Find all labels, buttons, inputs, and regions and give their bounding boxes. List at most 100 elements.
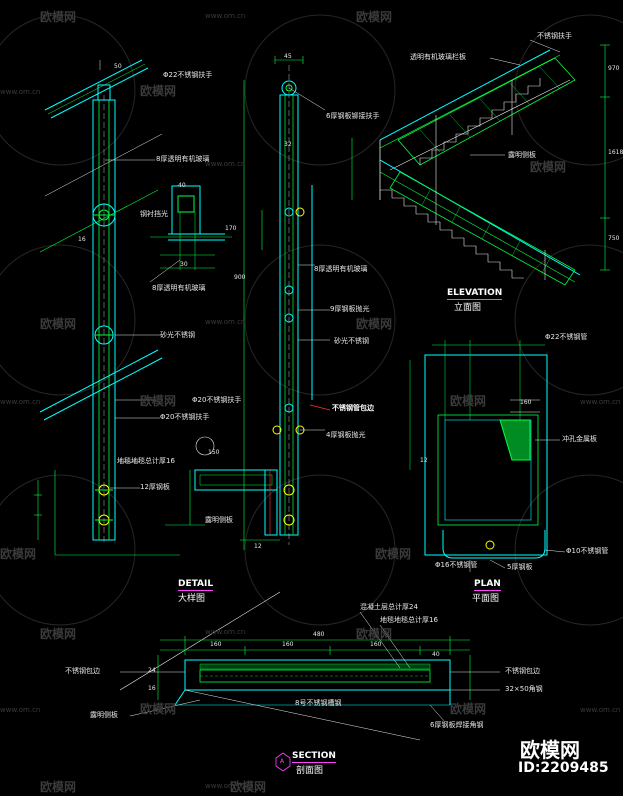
label-sec-carpet: 地毯地毯总计厚16 xyxy=(380,616,438,624)
label-sec-ss-edge-l: 不锈钢包边 xyxy=(65,667,100,675)
watermark-brand: 欧模网 xyxy=(356,627,393,641)
dim-45: 45 xyxy=(284,53,292,60)
label-sec-ss-edge-r: 不锈钢包边 xyxy=(505,667,540,675)
label-plan-d22: Φ22不锈钢管 xyxy=(545,333,588,341)
watermark-brand: 欧模网 xyxy=(230,780,267,794)
label-plate-4: 4厚钢板抛光 xyxy=(326,431,366,439)
dim-32: 32 xyxy=(284,141,292,148)
watermark-url: www.om.cn xyxy=(205,12,246,20)
label-glass-8mm: 8厚透明有机玻璃 xyxy=(156,155,210,163)
dim-170: 170 xyxy=(225,225,237,232)
title-detail: DETAIL xyxy=(178,579,214,591)
brand-id: ID:2209485 xyxy=(518,760,609,776)
elevation-stair xyxy=(351,39,610,286)
title-elevation: ELEVATION xyxy=(447,288,503,300)
label-sec-exposed: 露明侧板 xyxy=(90,711,118,719)
detail-right-post xyxy=(243,56,331,550)
dim-970: 970 xyxy=(608,65,620,72)
title-plan: PLAN xyxy=(474,579,501,591)
label-d22-handrail: Φ22不锈钢扶手 xyxy=(163,71,213,79)
brand-logo-text: 欧模网 xyxy=(520,738,580,762)
dim-sec-160b: 160 xyxy=(282,641,294,648)
label-matte-ss: 砂光不锈钢 xyxy=(160,331,195,339)
watermark-url: www.om.cn xyxy=(205,628,246,636)
dim-150: 150 xyxy=(208,449,220,456)
dim-12: 12 xyxy=(254,543,262,550)
label-matte-ss-b: 砂光不锈钢 xyxy=(334,337,369,345)
dim-sec-40: 40 xyxy=(432,651,440,658)
dim-sec-160a: 160 xyxy=(210,641,222,648)
label-exposed-side: 露明侧板 xyxy=(205,516,233,524)
watermark-url: www.om.cn xyxy=(580,706,621,714)
label-plate-12: 12厚钢板 xyxy=(140,483,170,491)
label-plan-d16: Φ16不锈钢管 xyxy=(435,561,478,569)
label-d20-handrail: Φ20不锈钢扶手 xyxy=(192,396,242,404)
detail-tread xyxy=(165,436,280,541)
title-elevation-cn: 立面图 xyxy=(454,303,482,313)
dim-1618: 1618 xyxy=(608,149,623,156)
label-d20-handrail-b: Φ20不锈钢扶手 xyxy=(160,413,210,421)
dim-plan-160: 160 xyxy=(520,399,532,406)
watermark-brand: 欧模网 xyxy=(356,10,393,24)
detail-clamp xyxy=(149,185,232,283)
watermark-brand: 欧模网 xyxy=(40,317,77,331)
label-plan-perforated: 冲孔金属板 xyxy=(562,435,597,443)
title-plan-cn: 平面图 xyxy=(472,594,500,604)
detail-left-post xyxy=(34,59,180,556)
watermark-brand: 欧模网 xyxy=(450,394,487,408)
watermark-brand: 欧模网 xyxy=(40,780,77,794)
label-plate-9: 9厚钢板抛光 xyxy=(330,305,370,313)
dim-sec-24: 24 xyxy=(148,667,156,674)
watermark-url: www.om.cn xyxy=(0,398,41,406)
watermark-brand: 欧模网 xyxy=(356,317,393,331)
label-steel-clip: 钢衬挡光 xyxy=(140,210,168,218)
title-section: SECTION xyxy=(292,751,336,763)
section-detail xyxy=(119,591,500,772)
label-elev-glass: 透明有机玻璃栏板 xyxy=(410,53,466,61)
dim-750: 750 xyxy=(608,235,620,242)
label-elev-side: 露明侧板 xyxy=(508,151,536,159)
label-glass-8mm-c: 8厚透明有机玻璃 xyxy=(314,265,368,273)
watermark-brand: 欧模网 xyxy=(375,547,412,561)
watermark-url: www.om.cn xyxy=(205,318,246,326)
dim-sec-480: 480 xyxy=(313,631,325,638)
label-carpet-16: 地毯地毯总计厚16 xyxy=(117,457,175,465)
label-elev-handrail: 不锈钢扶手 xyxy=(537,32,572,40)
dim-40: 40 xyxy=(178,182,186,189)
label-sec-angle: 32×50角钢 xyxy=(505,685,543,693)
label-plan-plate-5: 5厚钢板 xyxy=(507,563,533,571)
label-ss-tube-clad: 不锈钢管包边 xyxy=(332,404,374,412)
watermark-brand: 欧模网 xyxy=(140,84,177,98)
title-section-cn: 剖面图 xyxy=(296,766,324,776)
label-plan-d10: Φ10不锈钢管 xyxy=(566,547,609,555)
section-marker: A xyxy=(280,758,285,765)
label-glass-8mm-b: 8厚透明有机玻璃 xyxy=(152,284,206,292)
watermark-brand: 欧模网 xyxy=(40,10,77,24)
label-sec-concrete: 混凝土层总计厚24 xyxy=(360,603,418,611)
watermark-url: www.om.cn xyxy=(205,160,246,168)
dim-16: 16 xyxy=(78,236,86,243)
dim-30: 30 xyxy=(180,261,188,268)
watermark-url: www.om.cn xyxy=(0,88,41,96)
watermark-brand: 欧模网 xyxy=(140,702,177,716)
label-sec-plate-6: 6厚钢板焊接角钢 xyxy=(430,721,484,729)
label-plate-6-handrail: 6厚钢板铆接扶手 xyxy=(326,112,380,120)
watermark-url: www.om.cn xyxy=(205,782,246,790)
label-sec-channel: 8号不锈钢槽钢 xyxy=(295,699,342,707)
dim-top-50: 50 xyxy=(114,63,122,70)
title-detail-cn: 大样图 xyxy=(178,594,206,604)
watermark-brand: 欧模网 xyxy=(140,394,177,408)
watermark-circles xyxy=(0,14,623,626)
dim-900: 900 xyxy=(234,274,246,281)
watermark-brand: 欧模网 xyxy=(40,627,77,641)
dim-sec-16: 16 xyxy=(148,685,156,692)
dim-sec-160c: 160 xyxy=(370,641,382,648)
watermark-brand: 欧模网 xyxy=(450,702,487,716)
dim-plan-12: 12 xyxy=(420,457,428,464)
watermark-url: www.om.cn xyxy=(0,706,41,714)
watermark-brand: 欧模网 xyxy=(0,547,37,561)
watermark-url: www.om.cn xyxy=(580,398,621,406)
watermark-brand: 欧模网 xyxy=(530,160,567,174)
plan-detail xyxy=(409,340,566,572)
